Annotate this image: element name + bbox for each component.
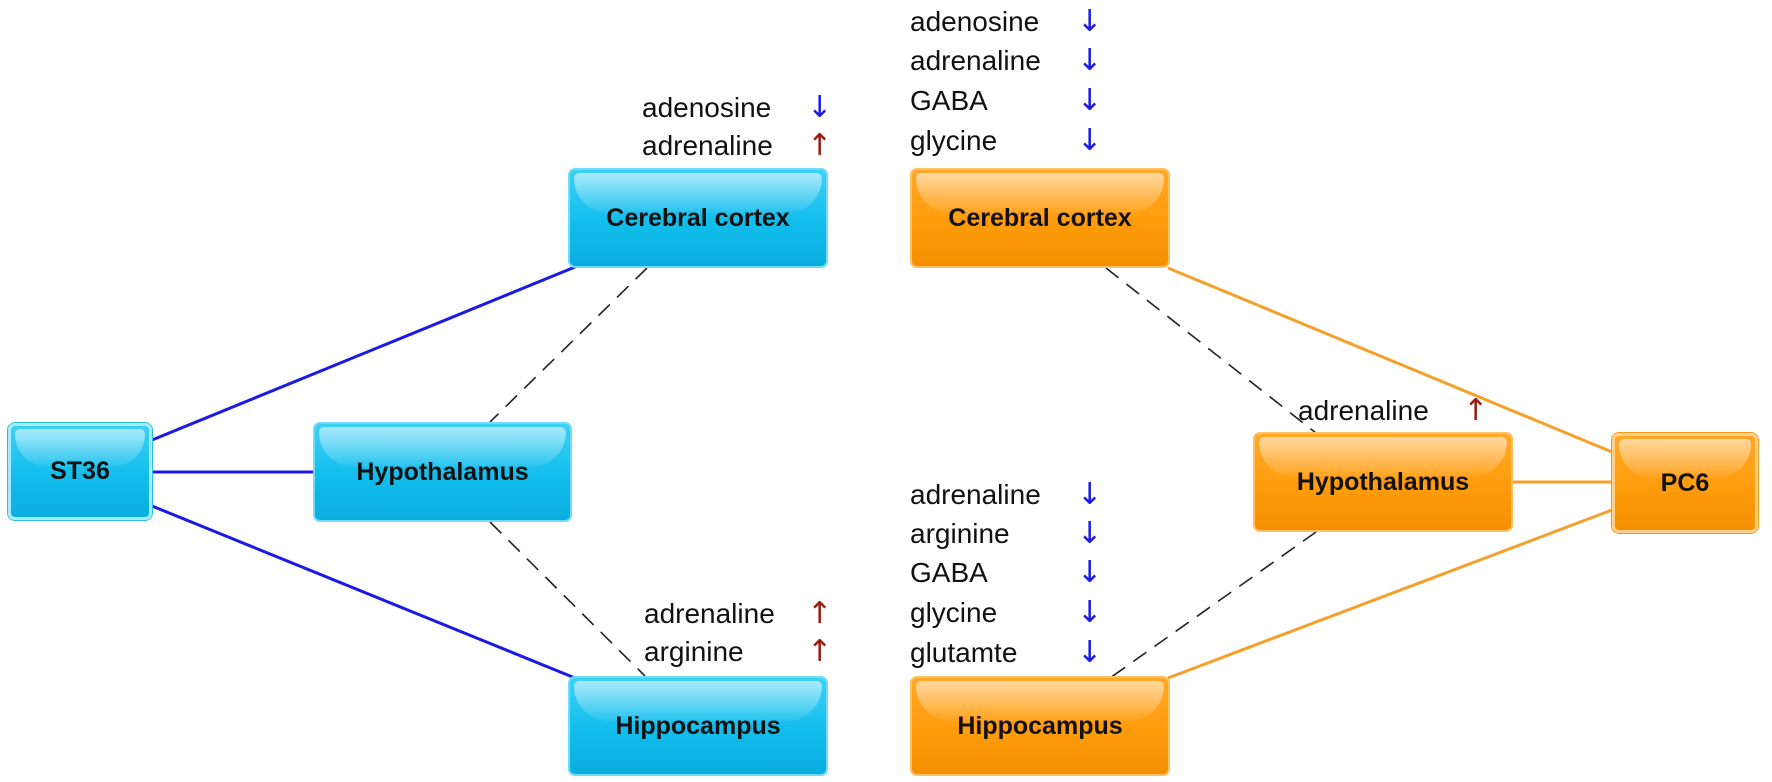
link-pc6-hippocampus xyxy=(1167,508,1613,680)
link-st36-cortex xyxy=(151,265,576,442)
node-st36-label: ST36 xyxy=(50,457,110,485)
node-left-hippocampus-label: Hippocampus xyxy=(615,711,781,740)
label-right-hippocampus-glycine: glycine xyxy=(910,597,998,628)
label-left-cortex-adenosine: adenosine xyxy=(642,92,772,123)
node-pc6-label: PC6 xyxy=(1660,468,1710,497)
label-right-cortex-glycine: glycine xyxy=(910,125,998,156)
arrow-up-icon: ↑ xyxy=(807,596,833,631)
node-right-cerebral-cortex-label: Cerebral cortex xyxy=(948,203,1132,232)
link-pc6-cortex xyxy=(1167,266,1613,454)
node-left-cerebral-cortex-label: Cerebral cortex xyxy=(606,203,790,232)
node-right-hypothalamus: Hypothalamus xyxy=(1253,432,1513,532)
arrow-down-icon: ↓ xyxy=(807,90,833,125)
arrow-up-icon: ↑ xyxy=(807,128,833,163)
label-right-cortex-adrenaline: adrenaline xyxy=(910,45,1041,76)
label-right-cortex-gaba: GABA xyxy=(910,85,988,116)
arrow-down-icon: ↓ xyxy=(1077,123,1103,158)
dashed-left-cortex-hypothalamus xyxy=(489,267,648,423)
arrow-down-icon: ↓ xyxy=(1077,555,1103,590)
label-right-cortex-adenosine: adenosine xyxy=(910,6,1040,37)
arrow-down-icon: ↓ xyxy=(1077,43,1103,78)
label-right-hippocampus-glutamte: glutamte xyxy=(910,637,1018,668)
label-right-hippocampus-adrenaline: adrenaline xyxy=(910,479,1041,510)
node-left-hippocampus: Hippocampus xyxy=(568,676,828,776)
dashed-right-cortex-hypothalamus xyxy=(1105,267,1317,434)
node-left-cerebral-cortex: Cerebral cortex xyxy=(568,168,828,268)
arrow-down-icon: ↓ xyxy=(1077,516,1103,551)
label-left-hippocampus-arginine: arginine xyxy=(644,636,744,667)
label-right-hypothalamus-adrenaline: adrenaline xyxy=(1298,395,1429,426)
node-right-hippocampus-label: Hippocampus xyxy=(957,711,1123,740)
arrow-down-icon: ↓ xyxy=(1077,595,1103,630)
node-left-hypothalamus-label: Hypothalamus xyxy=(356,457,529,486)
label-left-cortex-adrenaline: adrenaline xyxy=(642,130,773,161)
node-st36: ST36 xyxy=(8,423,152,520)
label-left-hippocampus-adrenaline: adrenaline xyxy=(644,598,775,629)
label-right-hippocampus-gaba: GABA xyxy=(910,557,988,588)
arrow-down-icon: ↓ xyxy=(1077,83,1103,118)
link-st36-hippocampus xyxy=(151,504,576,680)
arrow-down-icon: ↓ xyxy=(1077,4,1103,39)
arrow-down-icon: ↓ xyxy=(1077,635,1103,670)
node-pc6: PC6 xyxy=(1612,433,1758,533)
dashed-right-hypothalamus-hippocampus xyxy=(1109,531,1317,679)
node-right-hippocampus: Hippocampus xyxy=(910,676,1170,776)
dashed-left-hypothalamus-hippocampus xyxy=(489,521,646,677)
label-right-hippocampus-arginine: arginine xyxy=(910,518,1010,549)
node-right-cerebral-cortex: Cerebral cortex xyxy=(910,168,1170,268)
node-left-hypothalamus: Hypothalamus xyxy=(313,422,572,522)
arrow-up-icon: ↑ xyxy=(807,634,833,669)
arrow-up-icon: ↑ xyxy=(1463,393,1489,428)
node-right-hypothalamus-label: Hypothalamus xyxy=(1296,467,1470,496)
arrow-down-icon: ↓ xyxy=(1077,477,1103,512)
